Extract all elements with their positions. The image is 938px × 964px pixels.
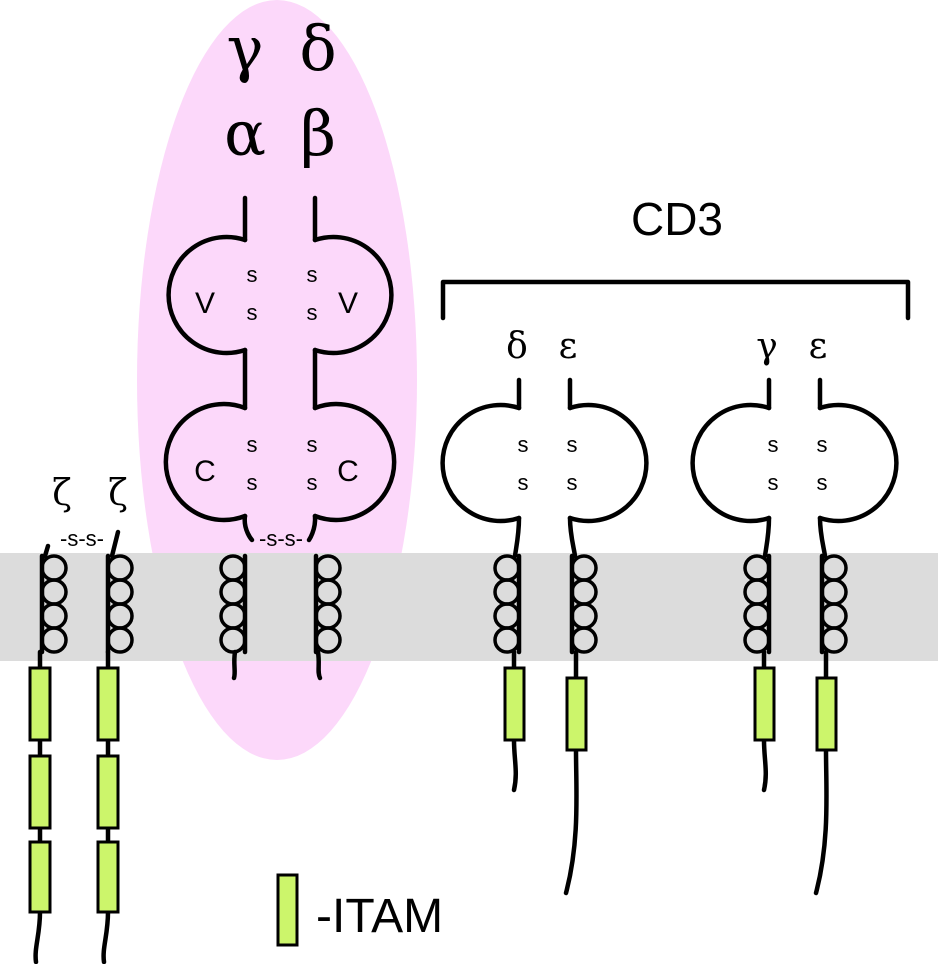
disulfide-s: s [768, 470, 779, 495]
itam-box [815, 676, 838, 752]
disulfide-s: s [817, 470, 828, 495]
disulfide-s: s [247, 262, 258, 287]
cd3-title: CD3 [631, 193, 723, 245]
itam-box [96, 666, 120, 742]
tcr-left-v-domain-label: V [195, 287, 215, 320]
tcr-left-c-domain-label: C [194, 455, 216, 488]
disulfide-s: s [817, 432, 828, 457]
cd3-epsilon-label-1: ε [559, 326, 578, 367]
disulfide-s: s [307, 470, 318, 495]
itam-box [28, 666, 52, 742]
cd3-delta-chain [440, 377, 522, 793]
legend-itam-label: -ITAM [316, 890, 443, 943]
disulfide-s: s [567, 432, 578, 457]
cd3-epsilon-label-2: ε [809, 326, 828, 367]
tcr-alpha-label: α [224, 97, 266, 170]
tcr-left-chain [163, 195, 255, 681]
cell-membrane [0, 553, 938, 661]
tcr-gamma-label: γ [226, 12, 263, 85]
tcr-interchain-disulfide: -s-s- [259, 526, 303, 551]
itam-box [565, 676, 588, 752]
disulfide-s: s [768, 432, 779, 457]
itam-box [96, 840, 120, 914]
itam-box [28, 840, 52, 914]
itam-motifs [28, 666, 838, 914]
cd3-epsilon-chain-1 [563, 377, 649, 896]
itam-box [28, 754, 52, 830]
tcr-right-c-domain-label: C [337, 455, 359, 488]
zeta-left-transmembrane-helix [39, 553, 68, 655]
disulfide-s: s [307, 262, 318, 287]
disulfide-s: s [567, 470, 578, 495]
cd3-gamma-chain [690, 377, 772, 793]
itam-box [96, 754, 120, 830]
cd3-gamma-label: γ [756, 326, 778, 367]
cd3-disulfide-bonds: s s s s s s s s [518, 432, 828, 495]
cd3-epsilon-2-transmembrane-helix [819, 553, 848, 655]
cd3-delta-transmembrane-helix [493, 553, 522, 655]
tcr-right-chain [306, 195, 397, 681]
itam-box [753, 666, 776, 742]
disulfide-s: s [247, 432, 258, 457]
disulfide-s: s [518, 432, 529, 457]
zeta-right-chain [101, 529, 134, 964]
cd3-bracket [440, 279, 911, 321]
disulfide-s: s [247, 300, 258, 325]
disulfide-s: s [307, 432, 318, 457]
cd3-epsilon-chain-2 [813, 377, 899, 896]
zeta-right-label: ζ [108, 473, 128, 514]
tcr-right-transmembrane-helix [313, 553, 342, 655]
zeta-left-chain [33, 543, 68, 964]
itam-box [503, 666, 526, 742]
tcr-beta-label: β [300, 97, 336, 170]
disulfide-s: s [247, 470, 258, 495]
legend: -ITAM [276, 873, 443, 947]
cd3-delta-label: δ [506, 326, 528, 367]
tcr-right-v-domain-label: V [338, 287, 358, 320]
disulfide-s: s [518, 470, 529, 495]
cd3-gamma-transmembrane-helix [743, 553, 772, 655]
zeta-left-label: ζ [52, 473, 72, 514]
zeta-interchain-disulfide: -s-s- [60, 526, 104, 551]
cd3-epsilon-1-transmembrane-helix [569, 553, 598, 655]
zeta-right-transmembrane-helix [105, 553, 134, 655]
tcr-delta-label: δ [299, 12, 336, 85]
disulfide-s: s [307, 300, 318, 325]
tcr-disulfide-bonds: s s s s s s s s [247, 262, 318, 495]
legend-itam-swatch [276, 873, 299, 947]
